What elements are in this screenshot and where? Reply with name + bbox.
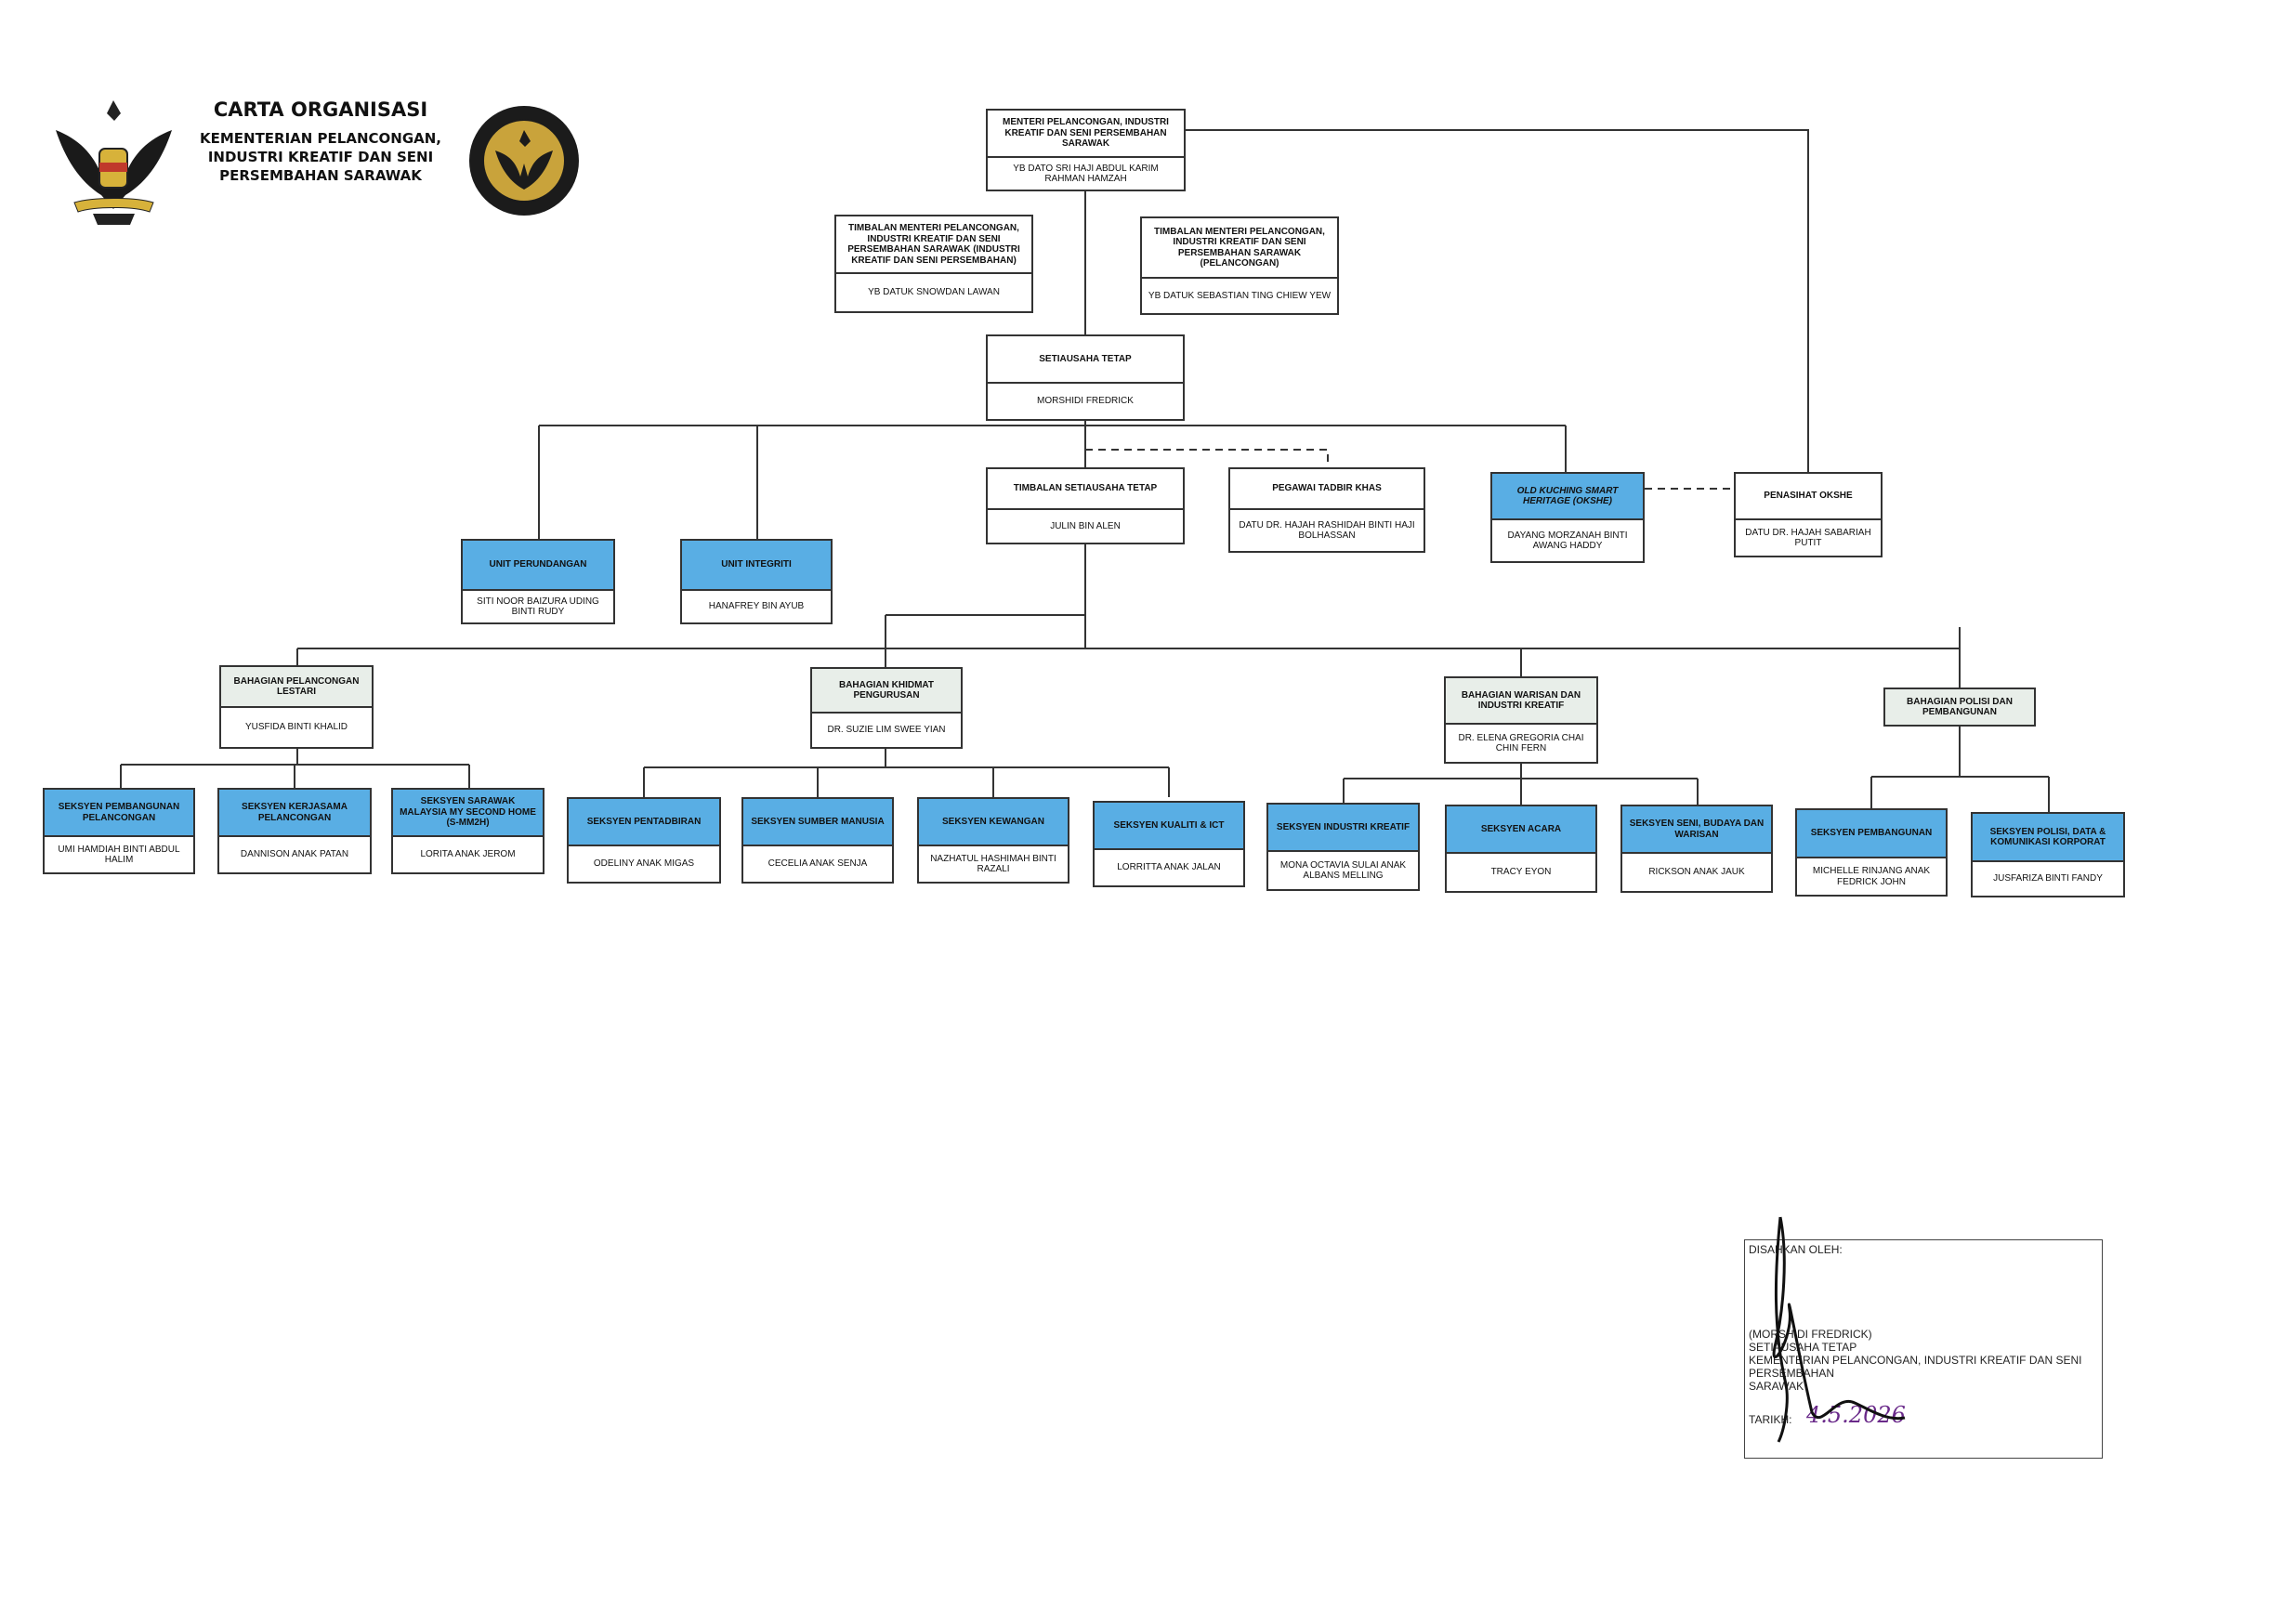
unit-integriti-box: UNIT INTEGRITI HANAFREY BIN AYUB bbox=[680, 539, 833, 624]
tst-box: TIMBALAN SETIAUSAHA TETAP JULIN BIN ALEN bbox=[986, 467, 1185, 544]
bahagian-khidmat-pengurusan-box: BAHAGIAN KHIDMAT PENGURUSAN DR. SUZIE LI… bbox=[810, 667, 963, 749]
tst-name: JULIN BIN ALEN bbox=[1050, 520, 1121, 531]
ministry-name-line-1: KEMENTERIAN PELANCONGAN, bbox=[199, 130, 442, 147]
sarawak-crest-icon bbox=[56, 100, 172, 225]
section-box: SEKSYEN KUALITI & ICT LORRITTA ANAK JALA… bbox=[1093, 801, 1245, 887]
section-title: SEKSYEN SARAWAK MALAYSIA MY SECOND HOME … bbox=[393, 790, 543, 837]
section-box: SEKSYEN SUMBER MANUSIA CECELIA ANAK SENJ… bbox=[741, 797, 894, 884]
ministry-name-line-3: PERSEMBAHAN SARAWAK bbox=[219, 167, 422, 184]
section-box: SEKSYEN POLISI, DATA & KOMUNIKASI KORPOR… bbox=[1971, 812, 2125, 897]
okshe-name: DAYANG MORZANAH BINTI AWANG HADDY bbox=[1507, 530, 1628, 552]
section-box: SEKSYEN INDUSTRI KREATIF MONA OCTAVIA SU… bbox=[1266, 803, 1420, 891]
section-box: SEKSYEN KERJASAMA PELANCONGAN DANNISON A… bbox=[217, 788, 372, 874]
section-name: CECELIA ANAK SENJA bbox=[768, 858, 868, 870]
section-title: SEKSYEN ACARA bbox=[1447, 806, 1595, 854]
section-name: MICHELLE RINJANG ANAK FEDRICK JOHN bbox=[1812, 866, 1931, 887]
bpl-title: BAHAGIAN PELANCONGAN LESTARI bbox=[221, 667, 372, 708]
approval-box: DISAHKAN OLEH: (MORSHIDI FREDRICK) SETIA… bbox=[1744, 1239, 2103, 1459]
section-name: RICKSON ANAK JAUK bbox=[1648, 867, 1745, 878]
unit-integriti-title: UNIT INTEGRITI bbox=[682, 541, 831, 591]
approver-org-line-2: PERSEMBAHAN bbox=[1749, 1367, 1835, 1380]
section-box: SEKSYEN KEWANGAN NAZHATUL HASHIMAH BINTI… bbox=[917, 797, 1069, 884]
section-name: JUSFARIZA BINTI FANDY bbox=[1993, 873, 2103, 884]
signature-icon bbox=[1772, 1216, 1906, 1443]
bahagian-warisan-box: BAHAGIAN WARISAN DAN INDUSTRI KREATIF DR… bbox=[1444, 676, 1598, 764]
section-title: SEKSYEN POLISI, DATA & KOMUNIKASI KORPOR… bbox=[1973, 814, 2123, 862]
chart-title: CARTA ORGANISASI bbox=[213, 98, 428, 121]
date-label: TARIKH: bbox=[1749, 1413, 1792, 1426]
section-name: ODELINY ANAK MIGAS bbox=[593, 858, 695, 870]
ministry-name-line-2: INDUSTRI KREATIF DAN SENI bbox=[207, 149, 434, 165]
section-box: SEKSYEN ACARA TRACY EYON bbox=[1445, 805, 1597, 893]
bahagian-pelancongan-lestari-box: BAHAGIAN PELANCONGAN LESTARI YUSFIDA BIN… bbox=[219, 665, 374, 749]
section-title: SEKSYEN KEWANGAN bbox=[919, 799, 1068, 846]
ptk-box: PEGAWAI TADBIR KHAS DATU DR. HAJAH RASHI… bbox=[1228, 467, 1425, 553]
section-name: LORRITTA ANAK JALAN bbox=[1117, 862, 1221, 873]
section-name: LORITA ANAK JEROM bbox=[420, 849, 516, 860]
timbalan-menteri-1-name: YB DATUK SNOWDAN LAWAN bbox=[868, 287, 1000, 298]
bwik-title: BAHAGIAN WARISAN DAN INDUSTRI KREATIF bbox=[1446, 678, 1596, 725]
bahagian-polisi-box: BAHAGIAN POLISI DAN PEMBANGUNAN bbox=[1883, 688, 2036, 727]
approval-label: DISAHKAN OLEH: bbox=[1749, 1243, 1843, 1256]
ptk-title: PEGAWAI TADBIR KHAS bbox=[1230, 469, 1424, 510]
section-name: TRACY EYON bbox=[1490, 867, 1552, 878]
penasihat-name: DATU DR. HAJAH SABARIAH PUTIT bbox=[1745, 527, 1871, 549]
okshe-box: OLD KUCHING SMART HERITAGE (OKSHE) DAYAN… bbox=[1490, 472, 1645, 563]
menteri-name: YB DATO SRI HAJI ABDUL KARIM RAHMAN HAMZ… bbox=[1013, 163, 1159, 185]
section-name: DANNISON ANAK PATAN bbox=[240, 849, 349, 860]
setiausaha-tetap-box: SETIAUSAHA TETAP MORSHIDI FREDRICK bbox=[986, 334, 1185, 421]
bpl-name: YUSFIDA BINTI KHALID bbox=[244, 722, 348, 733]
unit-perundangan-title: UNIT PERUNDANGAN bbox=[463, 541, 613, 591]
timbalan-menteri-2-title: TIMBALAN MENTERI PELANCONGAN, INDUSTRI K… bbox=[1142, 218, 1337, 279]
section-name: UMI HAMDIAH BINTI ABDUL HALIM bbox=[58, 844, 180, 866]
approver-org-line-1: KEMENTERIAN PELANCONGAN, INDUSTRI KREATI… bbox=[1749, 1354, 2082, 1367]
civil-service-seal-icon bbox=[469, 106, 579, 216]
section-title: SEKSYEN PEMBANGUNAN PELANCONGAN bbox=[45, 790, 193, 837]
section-box: SEKSYEN PENTADBIRAN ODELINY ANAK MIGAS bbox=[567, 797, 721, 884]
section-box: SEKSYEN PEMBANGUNAN PELANCONGAN UMI HAMD… bbox=[43, 788, 195, 874]
menteri-title: MENTERI PELANCONGAN, INDUSTRI KREATIF DA… bbox=[988, 111, 1184, 158]
bkp-name: DR. SUZIE LIM SWEE YIAN bbox=[827, 725, 946, 736]
timbalan-menteri-2-name: YB DATUK SEBASTIAN TING CHIEW YEW bbox=[1148, 290, 1332, 301]
section-box: SEKSYEN PEMBANGUNAN MICHELLE RINJANG ANA… bbox=[1795, 808, 1948, 897]
section-box: SEKSYEN SENI, BUDAYA DAN WARISAN RICKSON… bbox=[1620, 805, 1773, 893]
bkp-title: BAHAGIAN KHIDMAT PENGURUSAN bbox=[812, 669, 961, 714]
tst-title: TIMBALAN SETIAUSAHA TETAP bbox=[988, 469, 1183, 510]
setiausaha-tetap-name: MORSHIDI FREDRICK bbox=[1037, 396, 1134, 407]
section-title: SEKSYEN PEMBANGUNAN bbox=[1797, 810, 1946, 858]
section-title: SEKSYEN INDUSTRI KREATIF bbox=[1268, 805, 1418, 852]
section-title: SEKSYEN KERJASAMA PELANCONGAN bbox=[219, 790, 370, 837]
section-title: SEKSYEN SUMBER MANUSIA bbox=[743, 799, 892, 846]
unit-integriti-name: HANAFREY BIN AYUB bbox=[708, 601, 805, 612]
timbalan-menteri-1-title: TIMBALAN MENTERI PELANCONGAN, INDUSTRI K… bbox=[836, 216, 1031, 274]
section-title: SEKSYEN SENI, BUDAYA DAN WARISAN bbox=[1622, 806, 1771, 854]
timbalan-menteri-2-box: TIMBALAN MENTERI PELANCONGAN, INDUSTRI K… bbox=[1140, 216, 1339, 315]
timbalan-menteri-1-box: TIMBALAN MENTERI PELANCONGAN, INDUSTRI K… bbox=[834, 215, 1033, 313]
section-title: SEKSYEN PENTADBIRAN bbox=[569, 799, 719, 846]
unit-perundangan-box: UNIT PERUNDANGAN SITI NOOR BAIZURA UDING… bbox=[461, 539, 615, 624]
section-name: MONA OCTAVIA SULAI ANAK ALBANS MELLING bbox=[1279, 859, 1407, 882]
penasihat-box: PENASIHAT OKSHE DATU DR. HAJAH SABARIAH … bbox=[1734, 472, 1883, 557]
ptk-name: DATU DR. HAJAH RASHIDAH BINTI HAJI BOLHA… bbox=[1239, 519, 1415, 542]
penasihat-title: PENASIHAT OKSHE bbox=[1736, 474, 1881, 520]
menteri-box: MENTERI PELANCONGAN, INDUSTRI KREATIF DA… bbox=[986, 109, 1186, 191]
approver-org-line-3: SARAWAK bbox=[1749, 1380, 1804, 1393]
setiausaha-tetap-title: SETIAUSAHA TETAP bbox=[988, 336, 1183, 384]
unit-perundangan-name: SITI NOOR BAIZURA UDING BINTI RUDY bbox=[477, 596, 599, 618]
section-name: NAZHATUL HASHIMAH BINTI RAZALI bbox=[930, 853, 1056, 875]
bpp-title: BAHAGIAN POLISI DAN PEMBANGUNAN bbox=[1885, 689, 2034, 725]
section-box: SEKSYEN SARAWAK MALAYSIA MY SECOND HOME … bbox=[391, 788, 544, 874]
okshe-title: OLD KUCHING SMART HERITAGE (OKSHE) bbox=[1492, 474, 1643, 520]
section-title: SEKSYEN KUALITI & ICT bbox=[1095, 803, 1243, 850]
bwik-name: DR. ELENA GREGORIA CHAI CHIN FERN bbox=[1458, 732, 1584, 754]
